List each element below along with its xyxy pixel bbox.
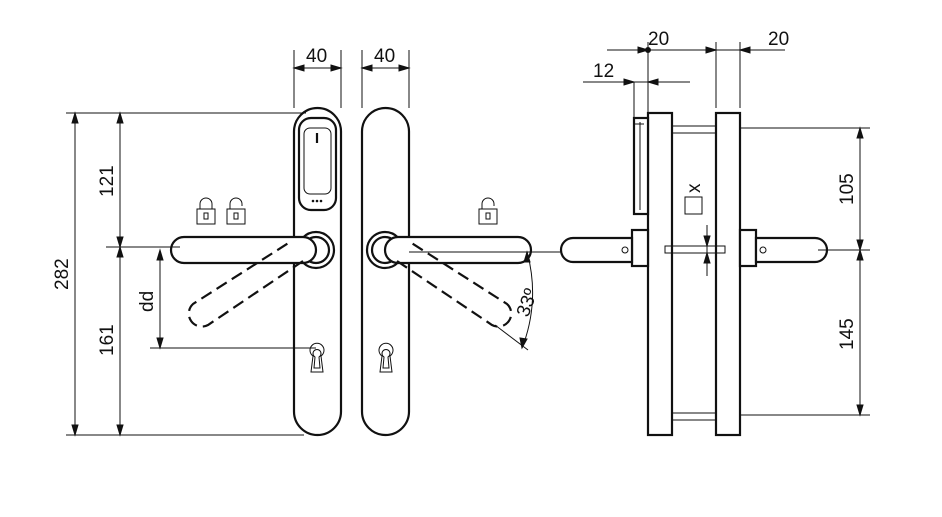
dim-lower-height: 161 <box>97 324 118 356</box>
side-front-plate <box>646 111 674 437</box>
front-keyhole <box>309 342 325 373</box>
dim-upper-height: 121 <box>97 165 118 197</box>
width-dimension-lines <box>292 50 411 108</box>
front-view <box>169 106 343 437</box>
front-keyhole-inner <box>312 349 322 369</box>
padlock-open-icon <box>226 197 246 225</box>
back-backplate <box>360 106 411 437</box>
side-bolt-bottom <box>671 412 717 421</box>
side-reader-bulge <box>632 116 650 216</box>
side-bolt-top <box>671 125 717 134</box>
dim-spindle: x <box>684 183 705 193</box>
side-spindle <box>664 245 726 254</box>
dim-total-height: 282 <box>52 258 73 290</box>
dim-side-spacing-a: 20 <box>648 29 669 50</box>
padlock-open-icon <box>478 197 498 225</box>
front-lever-rotated <box>187 241 304 328</box>
card-reader-inner <box>303 127 332 195</box>
angle-dimension <box>409 250 560 351</box>
side-right-dimension-lines <box>740 126 870 417</box>
front-backplate <box>292 106 343 437</box>
back-keyhole <box>378 342 394 373</box>
side-rosette-right <box>738 228 758 268</box>
side-view <box>559 111 829 437</box>
side-rosette-left <box>630 228 650 268</box>
reader-led-dots <box>311 199 323 203</box>
back-keyhole-inner <box>381 349 391 369</box>
back-lever <box>383 235 533 265</box>
dim-back-width: 40 <box>374 46 395 67</box>
side-lever-left <box>559 236 634 264</box>
dim-side-offset: 12 <box>593 61 614 82</box>
side-lever-right <box>754 236 829 264</box>
left-dimension-lines <box>66 111 316 437</box>
dim-side-spacing-b: 20 <box>768 29 789 50</box>
front-lever <box>169 235 318 265</box>
side-back-plate <box>714 111 742 437</box>
dim-side-lower: 145 <box>837 318 858 350</box>
card-reader-window <box>297 116 338 212</box>
dim-front-width: 40 <box>306 46 327 67</box>
back-lever-rotated <box>396 241 513 328</box>
side-top-dimension-lines <box>583 42 785 118</box>
dim-side-upper: 105 <box>837 173 858 205</box>
back-view <box>360 106 533 437</box>
dim-rotation-angle: 33º <box>513 286 542 320</box>
padlock-closed-icon <box>196 197 216 225</box>
spindle-dimension <box>703 225 711 276</box>
dim-backset: dd <box>137 291 158 312</box>
square-spindle-icon <box>684 196 703 215</box>
